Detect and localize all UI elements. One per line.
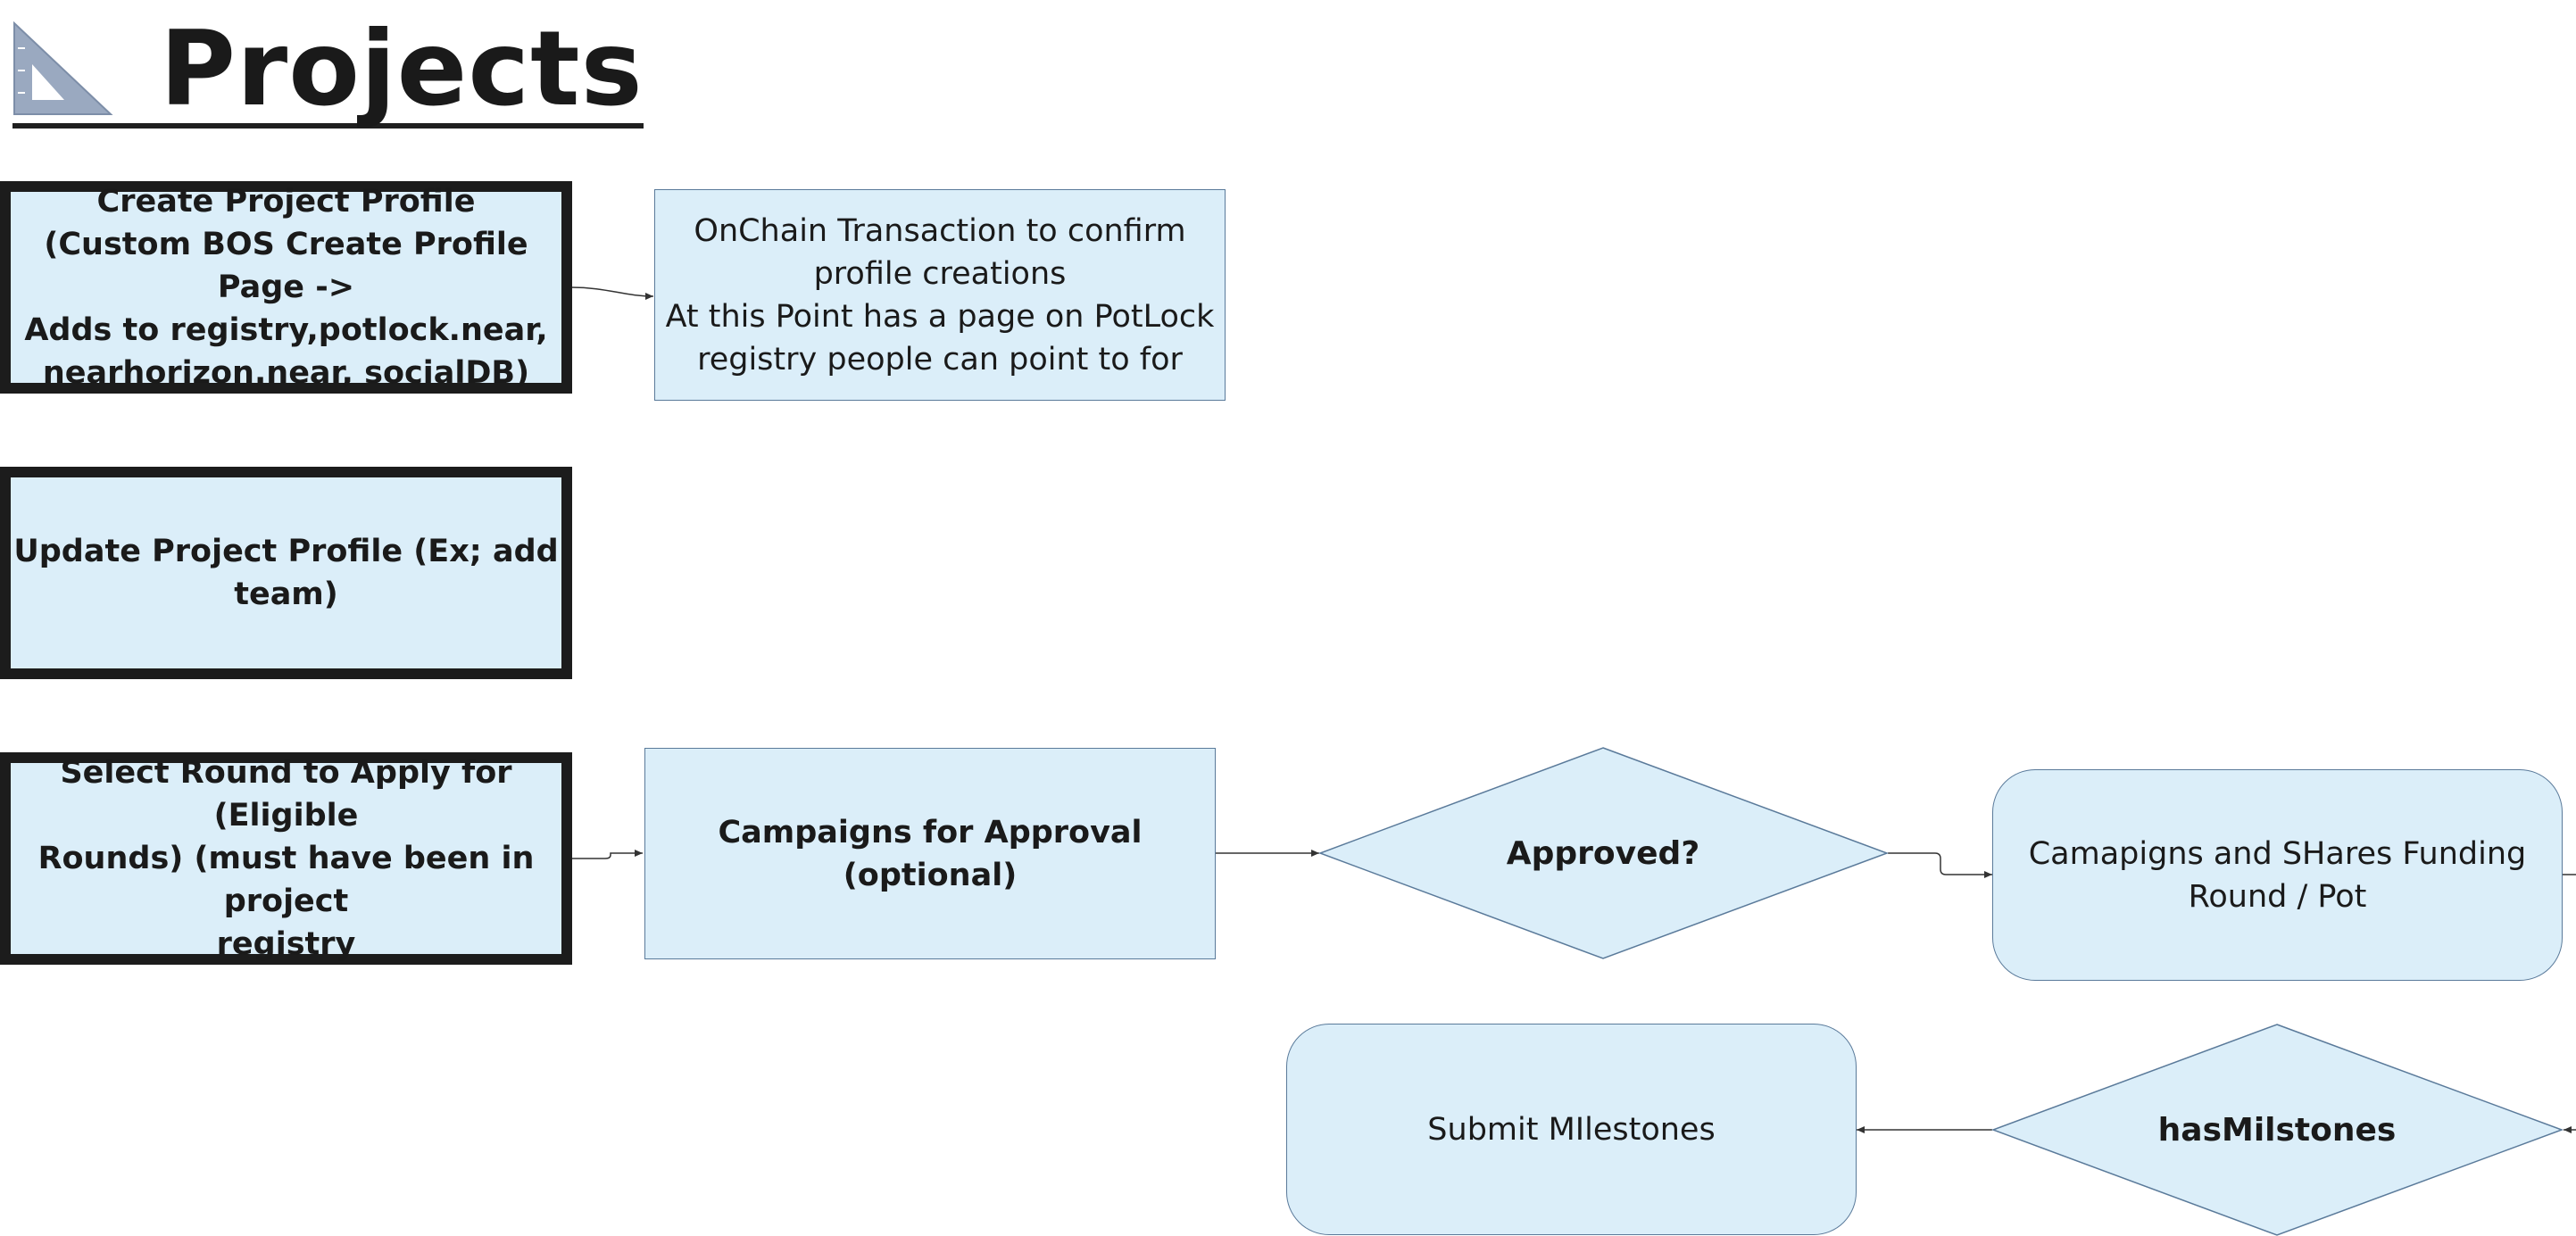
campaigns-for-approval-node[interactable]: Campaigns for Approval (optional) <box>644 748 1216 959</box>
approved-label[interactable]: Approved? <box>1506 834 1700 872</box>
set-square-icon <box>13 21 113 115</box>
connector-create-to-onchain <box>570 286 654 300</box>
select-round-node[interactable]: Select Round to Apply for (Eligible Roun… <box>0 752 572 965</box>
page-title: Projects <box>12 16 644 129</box>
campaigns-shares-funding-node[interactable]: Camapigns and SHares Funding Round / Pot <box>1992 769 2563 981</box>
page-title-text: Projects <box>160 9 644 129</box>
submit-milestones-node[interactable]: Submit MIlestones <box>1286 1024 1857 1235</box>
has-milestones-label[interactable]: hasMilstones <box>2157 1111 2397 1149</box>
update-project-profile-node[interactable]: Update Project Profile (Ex; add team) <box>0 467 572 679</box>
connector-select-to-campaigns <box>571 850 643 859</box>
connector-approved-to-shares <box>1888 852 1992 878</box>
approved-decision-diamond <box>1317 747 1890 959</box>
onchain-transaction-node[interactable]: OnChain Transaction to confirm profile c… <box>654 189 1226 401</box>
create-project-profile-node[interactable]: Create Project Profile (Custom BOS Creat… <box>0 181 572 394</box>
has-milestones-decision-diamond <box>1990 1024 2564 1236</box>
